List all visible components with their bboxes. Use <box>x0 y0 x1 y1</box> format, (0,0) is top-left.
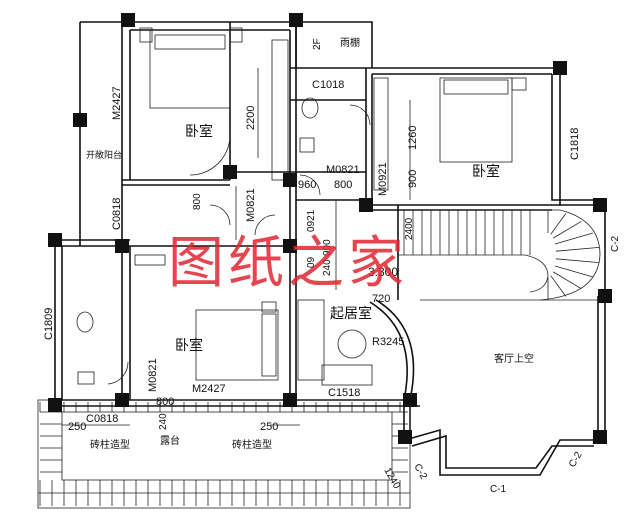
column <box>359 198 373 212</box>
room-living: 起居室 <box>330 305 372 322</box>
column <box>398 430 412 444</box>
label-c1-bottom: C-1 <box>490 484 507 495</box>
label-c1809: C1809 <box>43 308 55 340</box>
room-terrace: 露台 <box>160 434 180 447</box>
stair-tread <box>552 220 582 239</box>
dim-240b: 240 <box>158 413 169 430</box>
room-bedroom-right: 卧室 <box>472 163 500 180</box>
column <box>283 393 297 407</box>
num-09: 09 <box>306 256 317 268</box>
label-m2427-bottom: M2427 <box>192 383 226 395</box>
doors <box>107 104 371 385</box>
column <box>593 198 607 212</box>
stair-tread <box>552 271 582 290</box>
up-mark-2f: 2F <box>312 38 323 50</box>
label-c2-b2: C-2 <box>411 462 429 482</box>
room-bedroom-bottom: 卧室 <box>175 337 203 354</box>
stair-tread <box>550 213 567 235</box>
label-c1818: C1818 <box>569 128 581 160</box>
column <box>403 393 417 407</box>
label-c2-br: C-2 <box>567 450 585 470</box>
dim-960: 960 <box>298 179 316 191</box>
label-c1518: C1518 <box>328 387 360 399</box>
label-c2-top: C-2 <box>610 235 621 252</box>
label-m0821-b: M0821 <box>326 164 360 176</box>
room-hall-void: 客厅上空 <box>494 352 534 365</box>
column <box>283 239 297 253</box>
column <box>115 393 129 407</box>
dim-800b: 800 <box>192 193 203 210</box>
stair-tread <box>554 232 594 245</box>
dim-900a: 900 <box>407 170 419 188</box>
num-0921: 0921 <box>306 209 317 232</box>
furniture <box>76 27 527 386</box>
room-bedroom-top: 卧室 <box>185 123 213 140</box>
label-m2427-left: M2427 <box>111 86 123 120</box>
label-m0821-c: M0821 <box>147 358 159 392</box>
column <box>223 165 237 179</box>
column <box>553 61 567 75</box>
column <box>289 13 303 27</box>
stair-tread <box>550 275 567 297</box>
room-open-balcony: 开敞阳台 <box>86 149 122 161</box>
stair-tread <box>554 265 594 278</box>
label-c1018: C1018 <box>312 79 344 91</box>
dimension-lines <box>62 68 411 426</box>
dim-800a: 800 <box>334 179 352 191</box>
watermark: 图纸之家 <box>168 231 408 296</box>
curved-wall <box>369 299 600 401</box>
dim-2400: 2400 <box>404 217 415 240</box>
dim-1260: 1260 <box>407 126 419 150</box>
label-c0818-a: C0818 <box>111 198 123 230</box>
label-m0921: M0921 <box>377 162 389 196</box>
column <box>283 173 297 187</box>
terrace-hatch <box>37 399 411 509</box>
radius-r3245: R3245 <box>372 336 404 348</box>
dim-250a: 250 <box>68 421 86 433</box>
dim-240a: 240 <box>322 259 333 276</box>
brick-pillar-left: 砖柱造型 <box>90 438 130 451</box>
dim-800c: 800 <box>156 396 174 408</box>
label-m0821-a: M0821 <box>245 188 257 222</box>
column <box>48 398 62 412</box>
dim-720: 720 <box>372 293 390 305</box>
room-canopy: 雨棚 <box>340 36 360 49</box>
column <box>73 113 87 127</box>
stair-tread <box>555 246 600 252</box>
column <box>115 239 129 253</box>
column <box>598 289 612 303</box>
column <box>48 233 62 247</box>
dim-250b: 250 <box>260 421 278 433</box>
label-c0818-b: C0818 <box>86 413 118 425</box>
columns <box>48 13 612 444</box>
column <box>593 430 607 444</box>
brick-pillar-right: 砖柱造型 <box>232 438 272 451</box>
dim-900b: 900 <box>322 239 333 256</box>
stair-tread <box>555 258 600 264</box>
dim-1240: 1240 <box>381 466 402 491</box>
column <box>121 13 135 27</box>
staircase <box>397 205 601 301</box>
dim-2200: 2200 <box>245 106 257 130</box>
elevation-3300: 3.300 <box>368 265 398 279</box>
